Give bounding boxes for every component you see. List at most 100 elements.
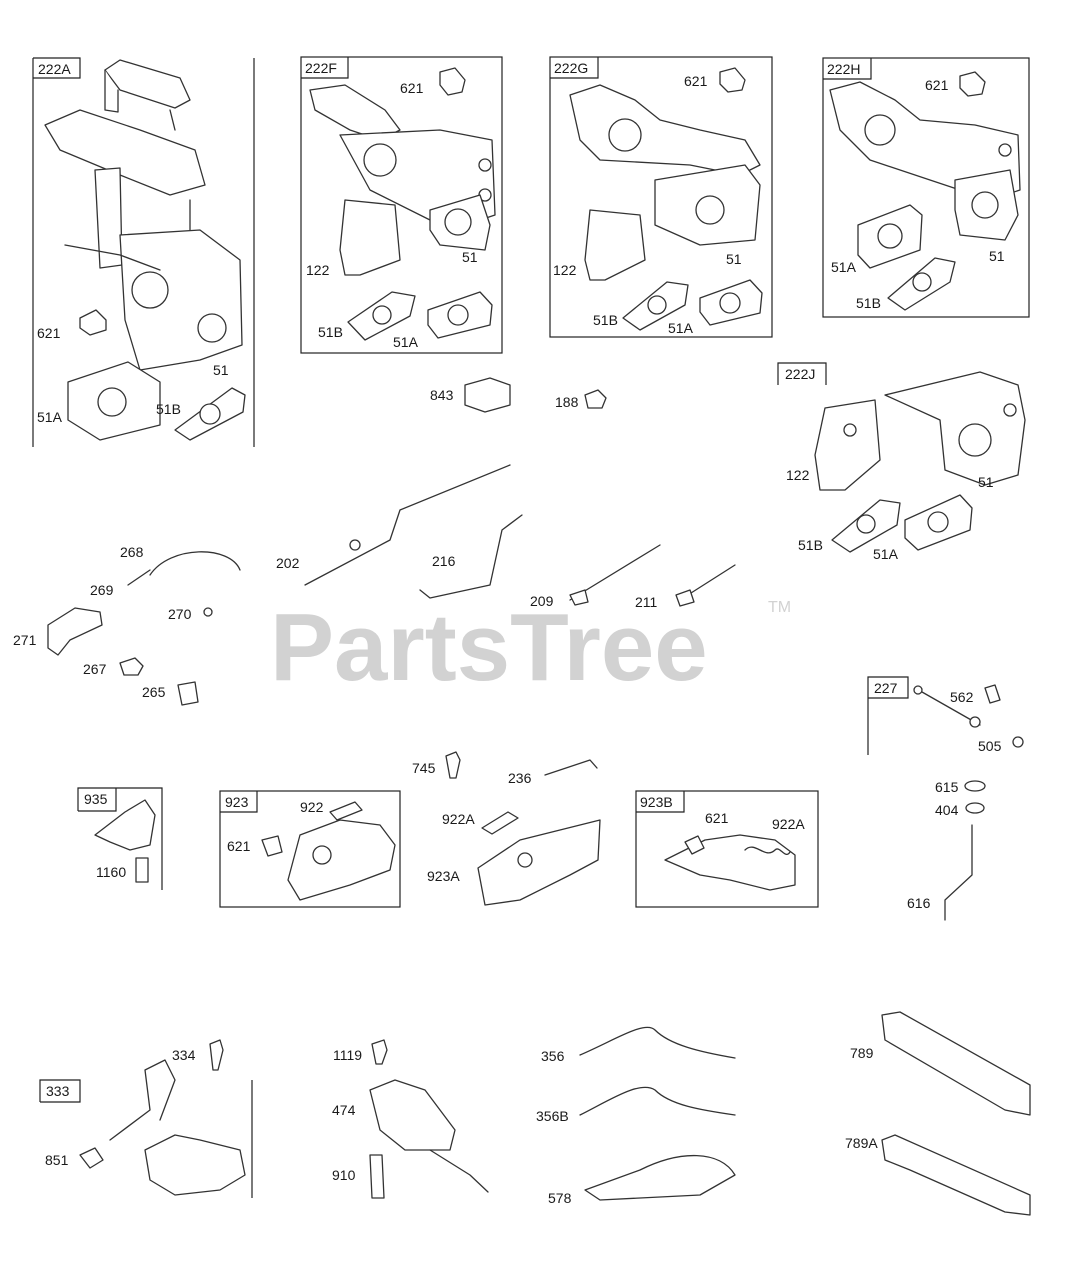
gasket-122-222J[interactable] — [814, 399, 881, 491]
part-843[interactable]: 843 — [430, 377, 511, 413]
part-851[interactable]: 851 — [45, 1147, 104, 1169]
label-745: 745 — [412, 760, 436, 776]
gasket-51A-222G[interactable] — [699, 279, 763, 326]
part-910[interactable]: 910 — [332, 1154, 385, 1199]
part-236[interactable]: 236 — [508, 759, 598, 786]
part-562[interactable]: 562 — [950, 684, 1001, 705]
part-268[interactable]: 268 — [120, 544, 241, 576]
part-356[interactable]: 356 — [541, 1026, 736, 1064]
part-621-222F[interactable] — [439, 67, 466, 96]
screw-assembly-227[interactable] — [913, 685, 981, 728]
label-209: 209 — [530, 593, 554, 609]
part-789A[interactable]: 789A — [845, 1134, 1031, 1216]
part-270[interactable]: 270 — [168, 606, 213, 622]
part-621-923B[interactable] — [684, 835, 705, 855]
carburetor-assembly-222H[interactable] — [829, 81, 1021, 241]
gasket-51A-222J[interactable] — [904, 494, 973, 551]
group-222G-tag[interactable]: 222G — [554, 60, 588, 76]
watermark-brand: PartsTree — [270, 594, 708, 701]
part-271[interactable]: 271 — [13, 607, 103, 656]
part-216[interactable]: 216 — [419, 514, 523, 599]
part-188[interactable]: 188 — [555, 389, 607, 410]
label-615: 615 — [935, 779, 959, 795]
part-356B[interactable]: 356B — [536, 1086, 736, 1124]
group-923-tag[interactable]: 923 — [225, 794, 249, 810]
group-222J-tag[interactable]: 222J — [785, 366, 815, 382]
label-789A: 789A — [845, 1135, 878, 1151]
gasket-51B-222H[interactable] — [887, 257, 956, 311]
carburetor-assembly-222A[interactable] — [44, 59, 243, 371]
gasket-122-222F[interactable] — [339, 199, 401, 276]
part-474[interactable]: 474 — [332, 1079, 489, 1193]
group-923B-tag[interactable]: 923B — [640, 794, 673, 810]
part-616[interactable]: 616 — [907, 824, 973, 921]
group-222J[interactable]: 222J 122 51 51B 51A — [777, 362, 1026, 562]
label-51B-222J: 51B — [798, 537, 823, 553]
part-334[interactable]: 334 — [172, 1039, 224, 1071]
part-789[interactable]: 789 — [850, 1011, 1031, 1116]
part-922-923[interactable] — [329, 801, 363, 821]
part-578[interactable]: 578 — [548, 1154, 736, 1206]
part-211[interactable]: 211 — [635, 564, 736, 610]
gasket-51A-222A[interactable] — [67, 361, 161, 441]
part-621-222H[interactable] — [959, 71, 986, 97]
part-621-222G[interactable] — [719, 67, 746, 93]
part-621-923[interactable] — [261, 835, 283, 857]
group-222A-frame — [32, 57, 81, 447]
gasket-51A-222H[interactable] — [857, 204, 923, 269]
part-922A[interactable]: 922A — [442, 811, 519, 835]
part-265[interactable]: 265 — [142, 681, 199, 706]
group-222F[interactable]: 222F 621 122 51 51B 51A — [300, 56, 503, 354]
label-51-222H: 51 — [989, 248, 1005, 264]
gasket-51B-222F[interactable] — [347, 291, 416, 341]
gasket-51B-222A[interactable] — [174, 387, 246, 441]
label-51A-222J: 51A — [873, 546, 899, 562]
group-222H-frame — [822, 57, 1030, 318]
part-404[interactable]: 404 — [935, 802, 985, 818]
gasket-122-222G[interactable] — [584, 209, 646, 281]
part-1119[interactable]: 1119 — [333, 1039, 388, 1065]
label-562: 562 — [950, 689, 974, 705]
group-222F-tag[interactable]: 222F — [305, 60, 337, 76]
watermark-trademark: TM — [768, 599, 791, 616]
part-269[interactable]: 269 — [90, 569, 151, 598]
part-621-222A[interactable] — [79, 309, 107, 336]
carburetor-body-222J[interactable] — [884, 371, 1026, 486]
group-227[interactable]: 227 — [867, 676, 981, 755]
group-935[interactable]: 935 1160 — [77, 787, 163, 890]
part-209[interactable]: 209 — [530, 544, 661, 609]
part-1160[interactable] — [135, 857, 149, 883]
part-615[interactable]: 615 — [935, 779, 986, 795]
label-356B: 356B — [536, 1108, 569, 1124]
label-267: 267 — [83, 661, 107, 677]
label-269: 269 — [90, 582, 114, 598]
label-271: 271 — [13, 632, 37, 648]
carburetor-assembly-222G[interactable] — [569, 84, 761, 246]
part-745[interactable]: 745 — [412, 751, 461, 779]
gasket-51-222F[interactable] — [429, 194, 491, 251]
part-505[interactable]: 505 — [978, 736, 1024, 754]
group-333[interactable]: 333 — [39, 1059, 253, 1198]
governor-assembly-923[interactable] — [287, 819, 396, 901]
group-222G[interactable]: 222G 621 122 51 51B 51A — [549, 56, 773, 338]
part-923A[interactable]: 923A — [427, 819, 601, 906]
part-267[interactable]: 267 — [83, 657, 144, 677]
gasket-51A-222F[interactable] — [427, 291, 493, 339]
group-222H-tag[interactable]: 222H — [827, 61, 860, 77]
group-333-tag[interactable]: 333 — [46, 1083, 70, 1099]
governor-assembly-923B[interactable] — [664, 834, 796, 891]
group-222H[interactable]: 222H 621 51A 51 51B — [822, 57, 1030, 318]
gasket-51B-222J[interactable] — [831, 499, 901, 553]
bracket-935[interactable] — [94, 799, 156, 851]
label-51B-222A: 51B — [156, 401, 181, 417]
group-935-tag[interactable]: 935 — [84, 791, 108, 807]
label-122-222J: 122 — [786, 467, 810, 483]
group-222A-tag[interactable]: 222A — [38, 61, 71, 77]
gasket-51B-222G[interactable] — [622, 281, 689, 331]
group-923[interactable]: 923 922 621 — [219, 790, 401, 908]
group-222A[interactable]: 222A 621 51 51A 51B — [32, 57, 255, 447]
ignition-armature-333[interactable] — [109, 1059, 246, 1196]
part-202[interactable]: 202 — [276, 464, 511, 586]
group-923B[interactable]: 923B 621 922A — [635, 790, 819, 908]
group-227-tag[interactable]: 227 — [874, 680, 898, 696]
